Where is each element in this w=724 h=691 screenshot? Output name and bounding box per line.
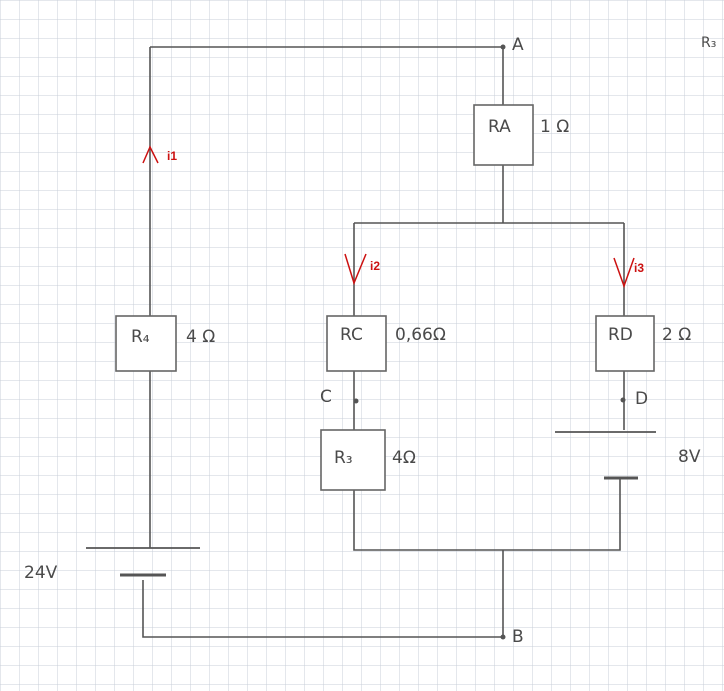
current-arrows	[142, 145, 635, 289]
wire-r3-8v	[353, 478, 621, 551]
resistor-r3-name: R₃	[334, 448, 353, 468]
current-i1-label: i1	[167, 149, 177, 163]
current-i3-arrow	[613, 257, 635, 289]
resistor-r3-box	[320, 429, 386, 491]
resistor-rd-value: 2 Ω	[662, 325, 691, 345]
resistor-ra-name: RA	[488, 117, 511, 137]
resistor-r4-box	[115, 315, 177, 372]
resistor-rc-value: 0,66Ω	[395, 325, 446, 345]
node-dots	[353, 44, 626, 640]
wire-bottom	[142, 580, 503, 638]
source-8v-label: 8V	[678, 447, 701, 467]
resistor-r4-name: R₄	[131, 327, 150, 347]
battery-8v	[555, 431, 656, 480]
node-d-label: D	[635, 389, 648, 409]
node-b-dot	[500, 634, 506, 640]
node-a-label: A	[512, 35, 524, 55]
current-i2-label: i2	[370, 259, 380, 273]
resistor-r4-value: 4 Ω	[186, 327, 215, 347]
resistor-ra-box	[473, 104, 534, 166]
resistor-ra-value: 1 Ω	[540, 117, 569, 137]
current-i1-arrow	[142, 145, 159, 164]
resistor-rc-box	[326, 315, 387, 372]
corner-fragment-label: R₃	[701, 35, 716, 51]
node-b-label: B	[512, 627, 524, 647]
node-c-dot	[353, 398, 359, 404]
source-24v-label: 24V	[24, 563, 58, 583]
battery-24v	[86, 547, 200, 577]
current-i2-arrow	[344, 253, 367, 286]
current-i3-label: i3	[634, 261, 644, 275]
resistor-r3-value: 4Ω	[392, 448, 416, 468]
resistor-boxes	[115, 104, 655, 491]
resistor-rc-name: RC	[340, 325, 363, 345]
node-c-label: C	[320, 387, 332, 407]
node-a-dot	[500, 44, 506, 50]
node-d-dot	[620, 397, 626, 403]
resistor-rd-name: RD	[608, 325, 633, 345]
resistor-rd-box	[595, 315, 655, 372]
